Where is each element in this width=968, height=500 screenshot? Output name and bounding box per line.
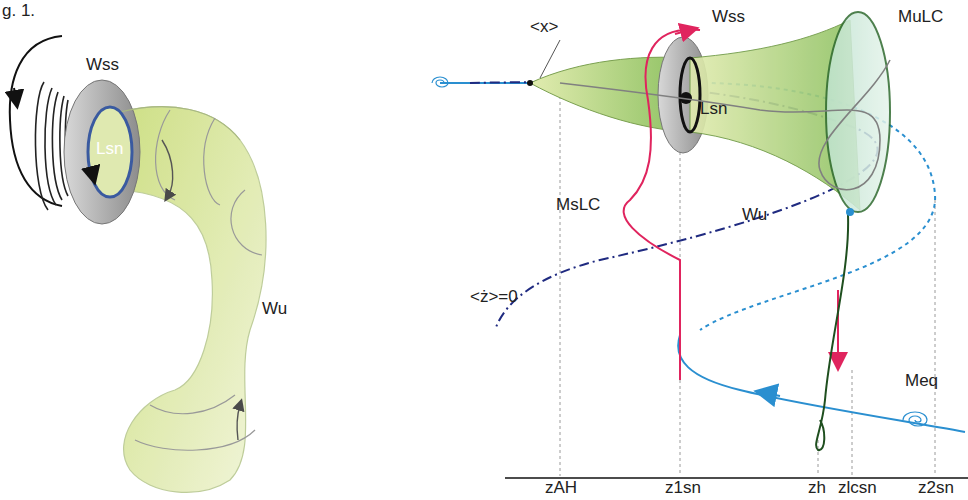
axis-label: z2sn bbox=[918, 479, 954, 498]
orbit-label: Lsn bbox=[700, 100, 727, 119]
manifold-label: Wss bbox=[712, 8, 745, 27]
manifold-label: MsLC bbox=[556, 196, 600, 215]
manifold-label: Wu bbox=[262, 300, 287, 319]
axis-label: zAH bbox=[545, 479, 577, 498]
axis-label: zh bbox=[808, 479, 826, 498]
figure-number: g. 1. bbox=[2, 2, 35, 21]
manifold-label: Wu bbox=[742, 206, 767, 225]
manifold-label: MuLC bbox=[898, 8, 943, 27]
curve-label: <ż>=0 bbox=[470, 288, 518, 307]
curve-label: <x> bbox=[530, 18, 558, 37]
branch-label: Meq bbox=[905, 372, 938, 391]
manifold-label: Wss bbox=[86, 56, 119, 75]
orbit-label: Lsn bbox=[96, 140, 123, 159]
axis-label: zlcsn bbox=[838, 479, 877, 498]
axis-label: z1sn bbox=[665, 479, 701, 498]
